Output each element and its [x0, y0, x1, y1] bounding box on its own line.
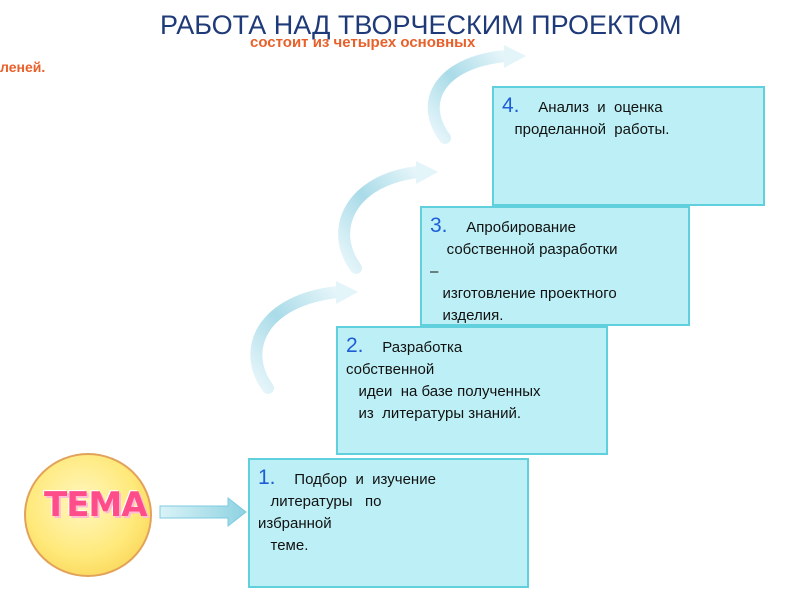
- curved-arrow-icon: [250, 281, 358, 394]
- topic-circle: [24, 453, 152, 577]
- step-text: Анализ и оценка проделанной работы.: [514, 99, 670, 138]
- step-number: 2.: [346, 334, 364, 357]
- right-arrow-icon: [159, 496, 247, 528]
- step-text: Апробирование собственной разработки – и…: [430, 219, 618, 324]
- step-text: Разработка собственной идеи на базе полу…: [346, 339, 541, 422]
- step-box-4: 4. Анализ и оценка проделанной работы.: [492, 86, 765, 206]
- step-number: 3.: [430, 214, 448, 237]
- page-title: РАБОТА НАД ТВОРЧЕСКИМ ПРОЕКТОМ: [160, 10, 682, 40]
- curved-arrow-icon: [427, 45, 526, 144]
- page-subtitle: состоит из четырех основных: [250, 34, 476, 51]
- step-text: Подбор и изучение литературы по избранно…: [258, 471, 436, 554]
- page-subtitle-continued: леней.: [0, 59, 46, 75]
- step-number: 1.: [258, 466, 276, 489]
- step-box-2: 2. Разработка собственной идеи на базе п…: [336, 326, 608, 455]
- curved-arrow-icon: [338, 161, 438, 274]
- step-box-1: 1. Подбор и изучение литературы по избра…: [248, 458, 529, 588]
- topic-label: ТЕМА: [44, 485, 148, 525]
- step-number: 4.: [502, 94, 520, 117]
- step-box-3: 3. Апробирование собственной разработки …: [420, 206, 690, 326]
